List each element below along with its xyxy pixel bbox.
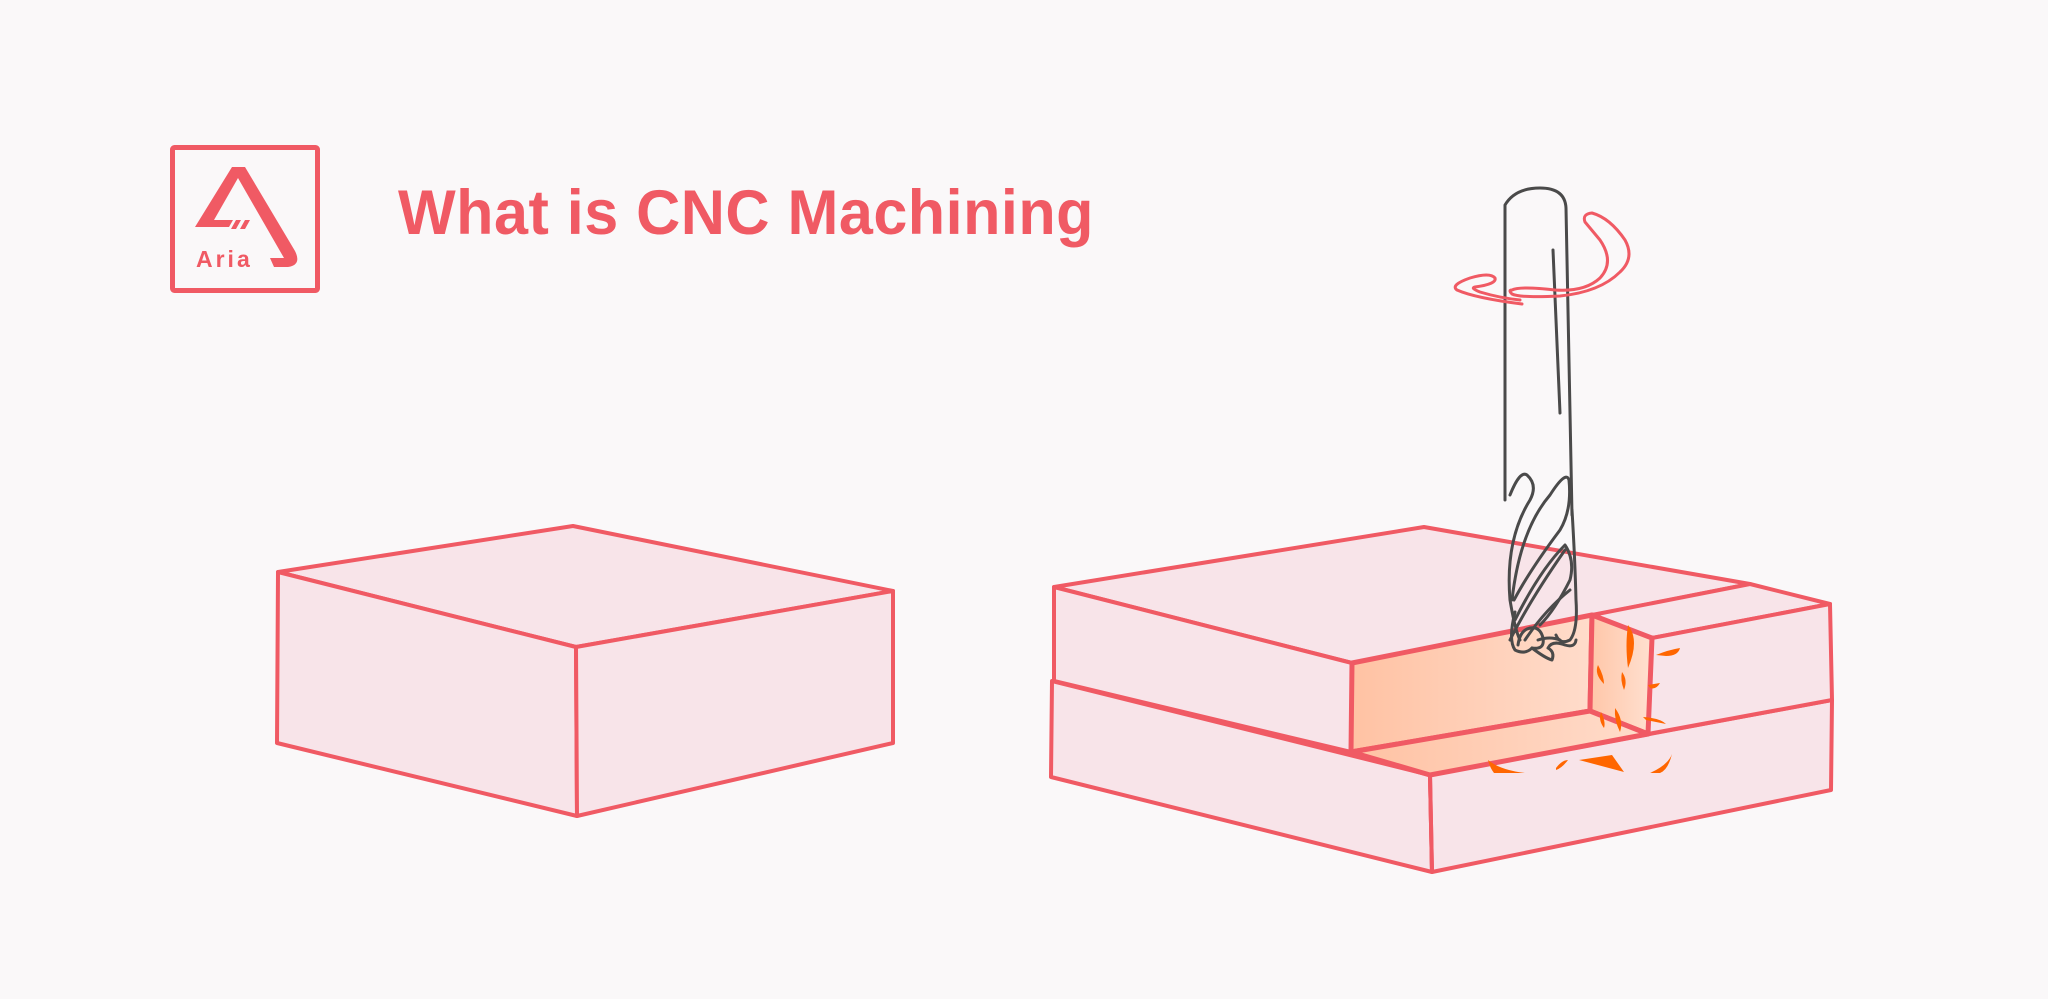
machined-block bbox=[1049, 525, 1834, 874]
aria-logo: Aria bbox=[170, 145, 320, 293]
logo-text: Aria bbox=[196, 246, 253, 272]
aria-triangle-logo-icon: Aria bbox=[170, 145, 320, 293]
rotation-arrow-icon bbox=[1453, 211, 1631, 306]
page-title: What is CNC Machining bbox=[398, 178, 1094, 248]
metal-chips bbox=[1488, 625, 1680, 773]
raw-stock-block bbox=[275, 524, 895, 818]
end-mill bbox=[1503, 186, 1578, 662]
